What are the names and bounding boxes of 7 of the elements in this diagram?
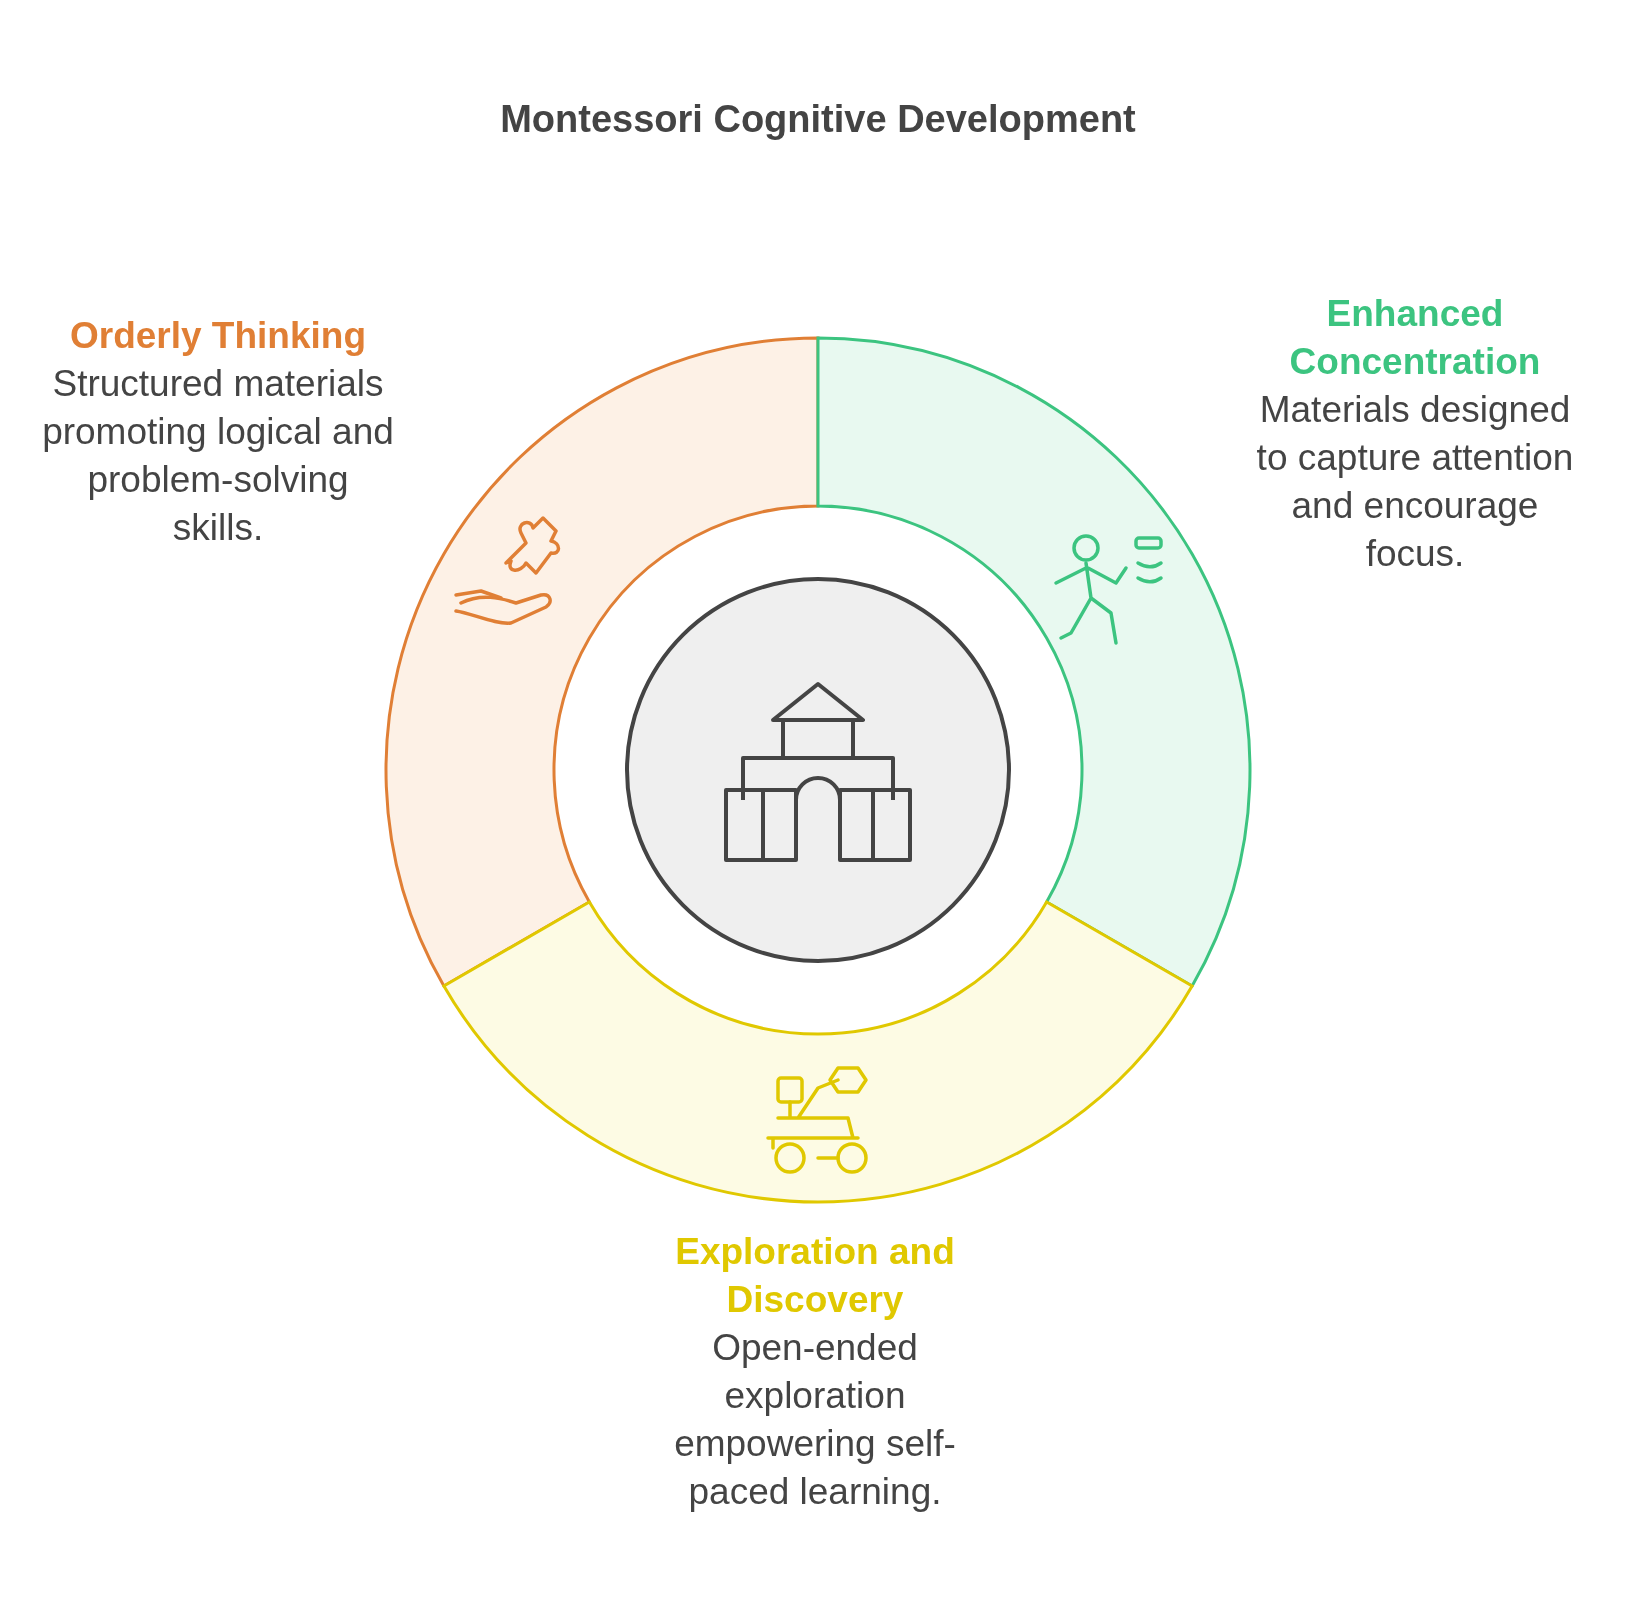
- diagram-title: Montessori Cognitive Development: [499, 98, 1137, 141]
- description: Open-ended exploration empowering self-paced learning.: [673, 1326, 957, 1514]
- heading: Orderly Thinking: [68, 314, 367, 358]
- heading: Enhanced Concentration: [1288, 292, 1542, 384]
- heading: Exploration and Discovery: [674, 1230, 956, 1322]
- description: Structured materials promoting logical and problem-solving skills.: [41, 362, 395, 550]
- description: Materials designed to capture attention and encourage focus.: [1255, 388, 1575, 576]
